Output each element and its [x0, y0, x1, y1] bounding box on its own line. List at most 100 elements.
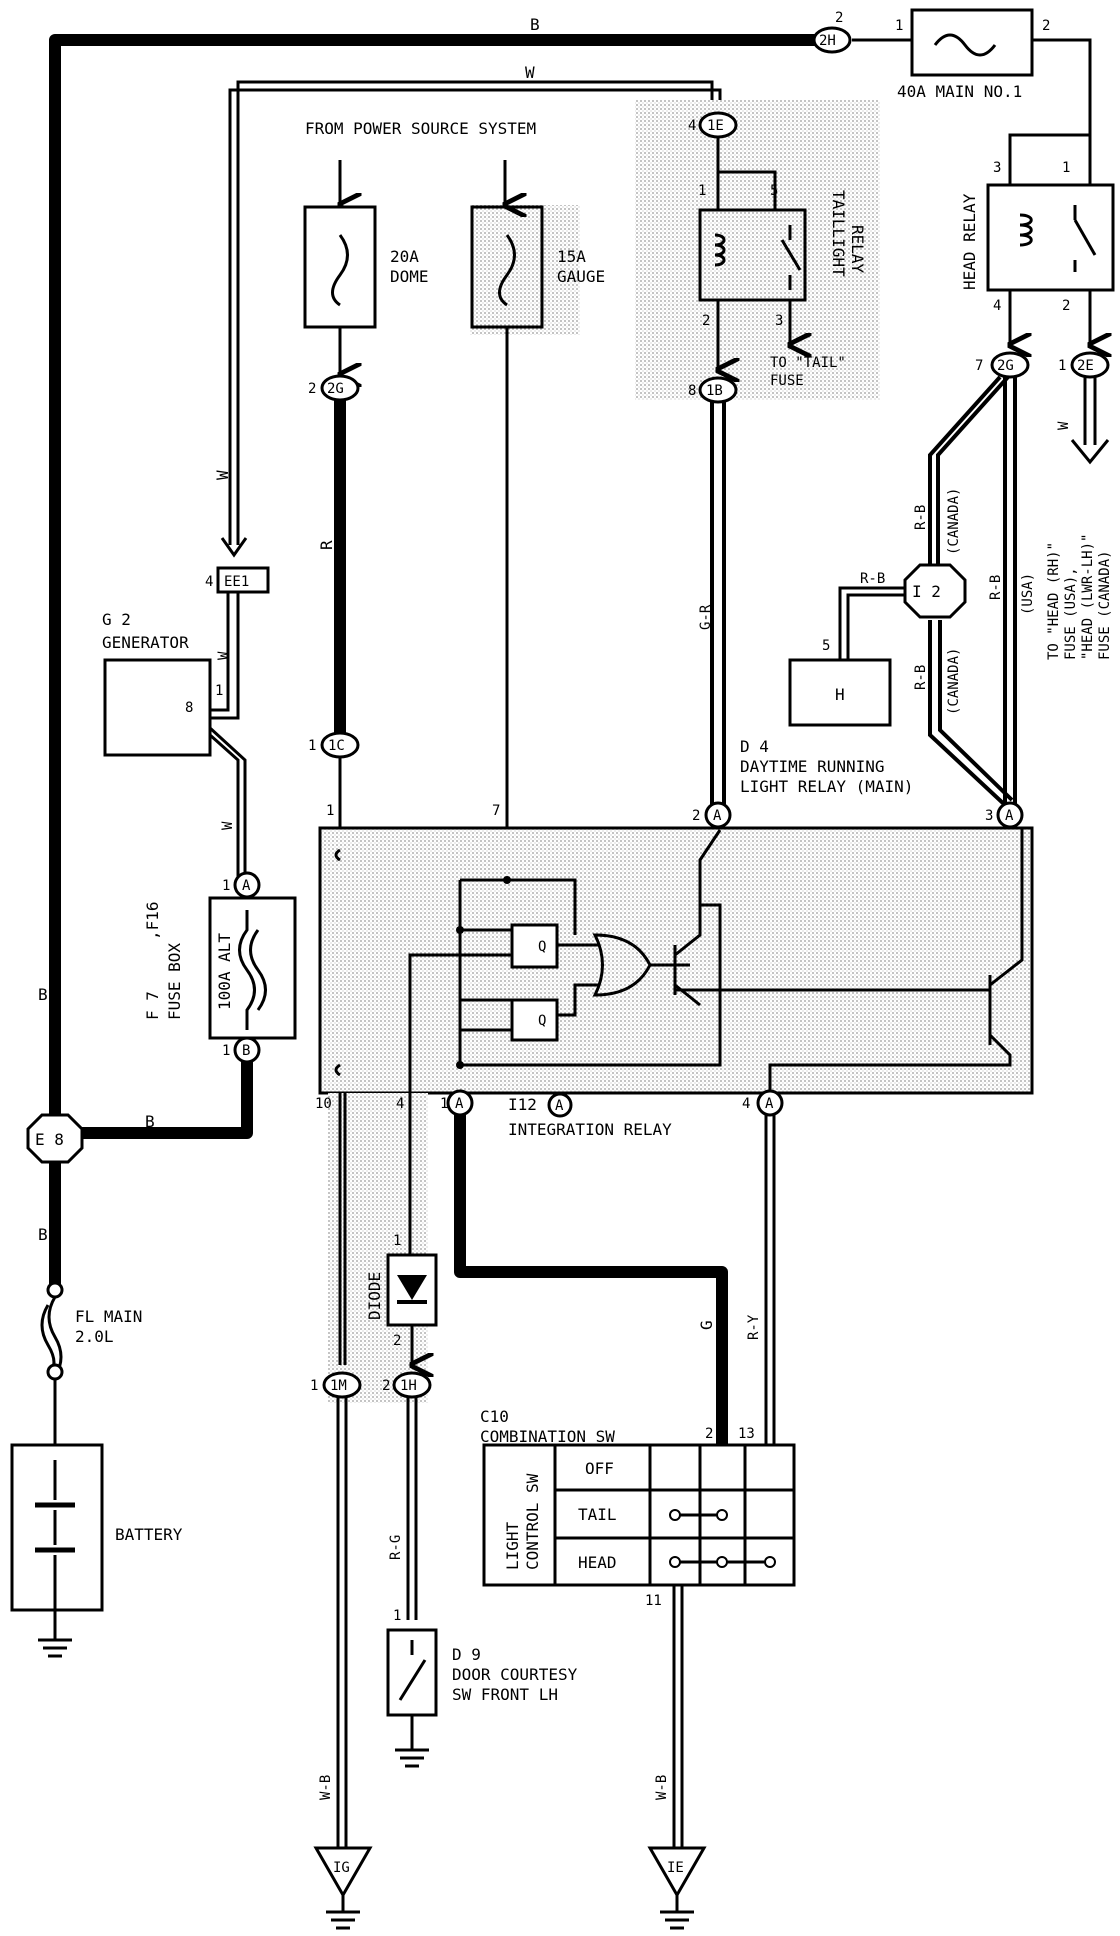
svg-text:DOME: DOME [390, 267, 429, 286]
svg-text:1B: 1B [706, 383, 723, 399]
svg-text:A: A [1005, 808, 1014, 824]
connector-i2: I 2 [903, 563, 967, 619]
svg-text:(CANADA): (CANADA) [946, 648, 962, 715]
svg-text:A: A [555, 1098, 564, 1114]
svg-text:DIODE: DIODE [365, 1272, 384, 1320]
svg-text:1: 1 [308, 738, 316, 754]
svg-text:2: 2 [308, 381, 316, 397]
drl-relay-pin-2: A 2 [692, 801, 732, 829]
svg-text:11: 11 [645, 1593, 662, 1609]
taillight-relay-label: TAILLIGHT [829, 190, 848, 277]
svg-text:13: 13 [738, 1426, 755, 1442]
svg-text:1: 1 [895, 18, 903, 34]
svg-text:1M: 1M [330, 1378, 347, 1394]
svg-text:B: B [242, 1043, 250, 1059]
svg-text:2G: 2G [997, 358, 1014, 374]
svg-text:TO "TAIL": TO "TAIL" [770, 355, 846, 371]
fuse-20a-dome: 20A DOME [303, 205, 429, 329]
head-relay: 3 1 4 2 HEAD RELAY [960, 160, 1115, 314]
svg-text:EE1: EE1 [224, 574, 249, 590]
fuse-15a-gauge: 15A GAUGE [470, 205, 605, 329]
svg-text:1: 1 [222, 1043, 230, 1059]
svg-text:5: 5 [822, 638, 830, 654]
svg-text:2G: 2G [327, 381, 344, 397]
svg-text:2H: 2H [819, 33, 836, 49]
svg-text:COMBINATION SW: COMBINATION SW [480, 1427, 615, 1446]
fuse-box-label-1: F 7 [143, 991, 162, 1020]
svg-text:RELAY: RELAY [848, 225, 867, 274]
diode: 1 2 DIODE [365, 1233, 438, 1349]
wire-label-b-top: B [530, 15, 540, 34]
taillight-relay: 1 5 2 3 TAILLIGHT RELAY [698, 183, 867, 329]
svg-text:BATTERY: BATTERY [115, 1525, 183, 1544]
svg-text:2: 2 [702, 313, 710, 329]
connector-2g-dome: 2G 2 [308, 374, 360, 402]
svg-text:IG: IG [333, 1860, 350, 1876]
svg-text:7: 7 [975, 358, 983, 374]
integration-pin-4a: A [756, 1089, 784, 1117]
connector-2e: 2E 1 [1058, 351, 1110, 379]
svg-text:LIGHT RELAY (MAIN): LIGHT RELAY (MAIN) [740, 777, 913, 796]
svg-text:W: W [220, 821, 236, 830]
combination-switch: C10 COMBINATION SW 2 13 LIGHT CONTROL SW… [480, 1407, 796, 1609]
svg-text:Q: Q [538, 1013, 546, 1029]
svg-text:2.0L: 2.0L [75, 1327, 114, 1346]
svg-text:1: 1 [1058, 358, 1066, 374]
svg-text:R-G: R-G [388, 1535, 404, 1560]
svg-text:,F16: ,F16 [143, 901, 162, 940]
svg-text:4: 4 [688, 118, 696, 134]
door-courtesy-switch: 1 D 9 DOOR COURTESY SW FRONT LH [386, 1608, 578, 1717]
svg-text:2E: 2E [1077, 358, 1094, 374]
svg-text:FUSE BOX: FUSE BOX [165, 943, 184, 1020]
svg-text:G: G [697, 1320, 716, 1330]
svg-text:1H: 1H [400, 1378, 417, 1394]
connector-1m: 1M 1 [310, 1371, 362, 1399]
combo-row-head: HEAD [578, 1553, 617, 1572]
svg-text:1: 1 [440, 1096, 448, 1112]
svg-text:C10: C10 [480, 1407, 509, 1426]
svg-text:DAYTIME RUNNING: DAYTIME RUNNING [740, 757, 885, 776]
ground-ie: IE [647, 1846, 707, 1930]
svg-text:FUSE: FUSE [770, 373, 804, 389]
svg-text:2: 2 [835, 10, 843, 26]
svg-text:R-B: R-B [860, 571, 885, 587]
svg-text:FUSE (CANADA): FUSE (CANADA) [1097, 550, 1113, 660]
fuse-40a-label: 40A MAIN NO.1 [897, 82, 1022, 101]
connector-ee1: EE1 4 [205, 566, 270, 594]
svg-text:LIGHT: LIGHT [503, 1521, 522, 1570]
svg-text:W: W [525, 63, 535, 82]
wire-label-b-bottom: B [38, 1225, 48, 1244]
wire-label-b-left: B [38, 985, 48, 1004]
connector-2g-head: 2G 7 [975, 351, 1030, 379]
svg-text:R-Y: R-Y [746, 1314, 762, 1340]
power-source-title: FROM POWER SOURCE SYSTEM [305, 119, 536, 138]
svg-text:1E: 1E [707, 118, 724, 134]
taillight-relay-shade [635, 100, 880, 400]
svg-text:W: W [216, 651, 232, 660]
svg-text:R: R [317, 540, 336, 550]
svg-text:FL MAIN: FL MAIN [75, 1307, 142, 1326]
svg-text:"HEAD (LWR-LH)": "HEAD (LWR-LH)" [1080, 534, 1096, 660]
head-relay-label: HEAD RELAY [960, 193, 979, 290]
svg-text:GAUGE: GAUGE [557, 267, 605, 286]
svg-text:1: 1 [1062, 160, 1070, 176]
svg-text:G-R: G-R [698, 604, 714, 630]
fuse-40a-main: 1 2 40A MAIN NO.1 [895, 8, 1050, 101]
fuse-fl-main: FL MAIN 2.0L [40, 1281, 142, 1381]
connector-1e: 1E 4 [688, 111, 738, 139]
svg-text:10: 10 [315, 1096, 332, 1112]
svg-text:4: 4 [205, 574, 213, 590]
svg-text:1: 1 [698, 183, 706, 199]
svg-text:E 8: E 8 [35, 1130, 64, 1149]
svg-text:(USA): (USA) [1020, 573, 1036, 615]
wire-label-b-e8: B [145, 1112, 155, 1131]
svg-text:1C: 1C [328, 738, 345, 754]
combo-row-tail: TAIL [578, 1505, 617, 1524]
svg-text:1: 1 [326, 803, 334, 819]
svg-text:CONTROL SW: CONTROL SW [523, 1473, 542, 1570]
svg-text:8: 8 [185, 700, 193, 716]
svg-text:1: 1 [393, 1608, 401, 1624]
integration-relay-internals: 1 7 Q Q 10 4 1 4 [315, 803, 1024, 1112]
connector-1h: 1H 2 [382, 1371, 432, 1399]
